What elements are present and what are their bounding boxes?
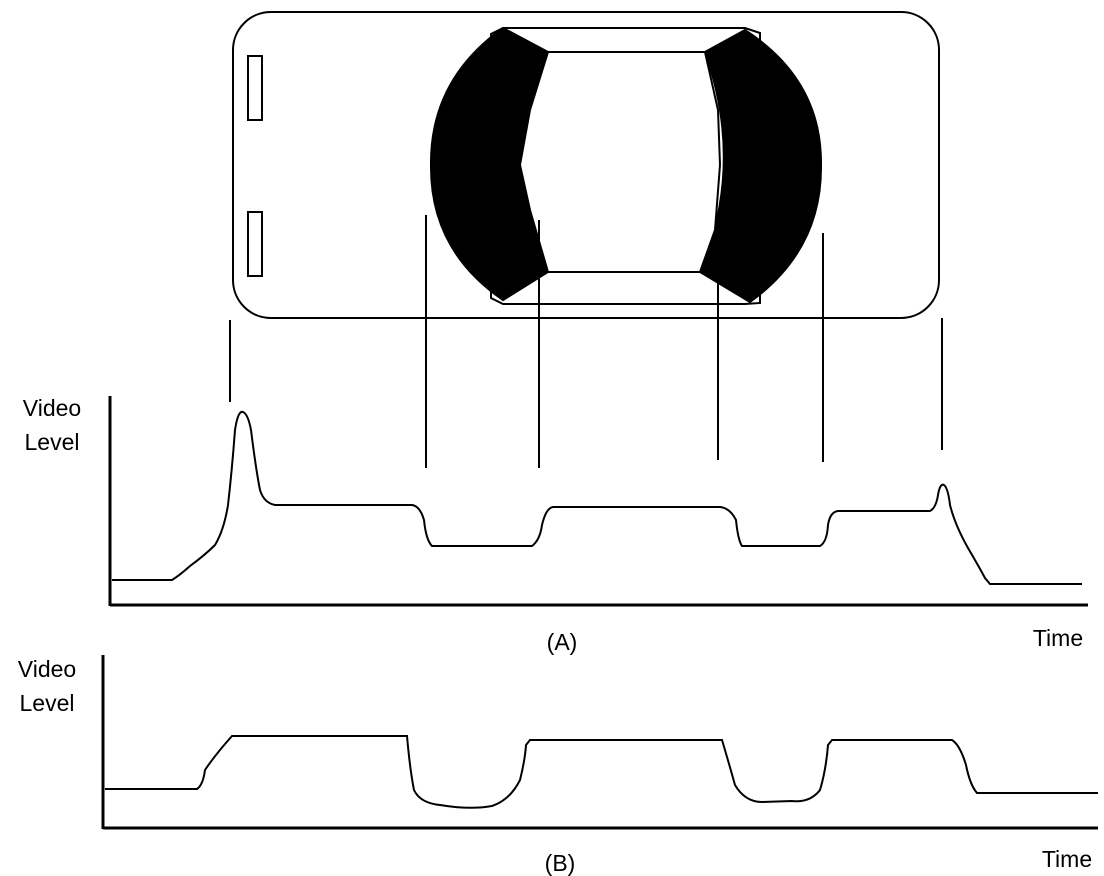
- plot-a-ylabel-line2: Level: [25, 429, 80, 455]
- plot-a-waveform: [112, 410, 1082, 585]
- plot-a-xlabel: Time: [1033, 625, 1083, 651]
- car-body-outline: [232, 11, 940, 319]
- headlight-lower: [247, 211, 263, 277]
- plot-b-axes: [101, 655, 1098, 830]
- plot-a-caption: (A): [547, 629, 578, 655]
- roof-panel: [518, 51, 722, 273]
- rear-window-dark-band: [698, 28, 823, 304]
- plot-b-caption: (B): [545, 850, 576, 876]
- plot-b-xlabel: Time: [1042, 846, 1092, 872]
- headlight-upper: [247, 55, 263, 121]
- plot-a: Video Level (A) Time: [23, 395, 1088, 655]
- plot-b: Video Level (B) Time: [18, 655, 1098, 876]
- plot-b-ylabel-line2: Level: [20, 690, 75, 716]
- plot-a-ylabel-line1: Video: [23, 395, 81, 421]
- plot-b-waveform: [105, 735, 1098, 809]
- car-top-view: [232, 11, 940, 319]
- plot-b-ylabel-line1: Video: [18, 656, 76, 682]
- projection-lines: [229, 215, 943, 468]
- plot-a-axes: [108, 396, 1088, 607]
